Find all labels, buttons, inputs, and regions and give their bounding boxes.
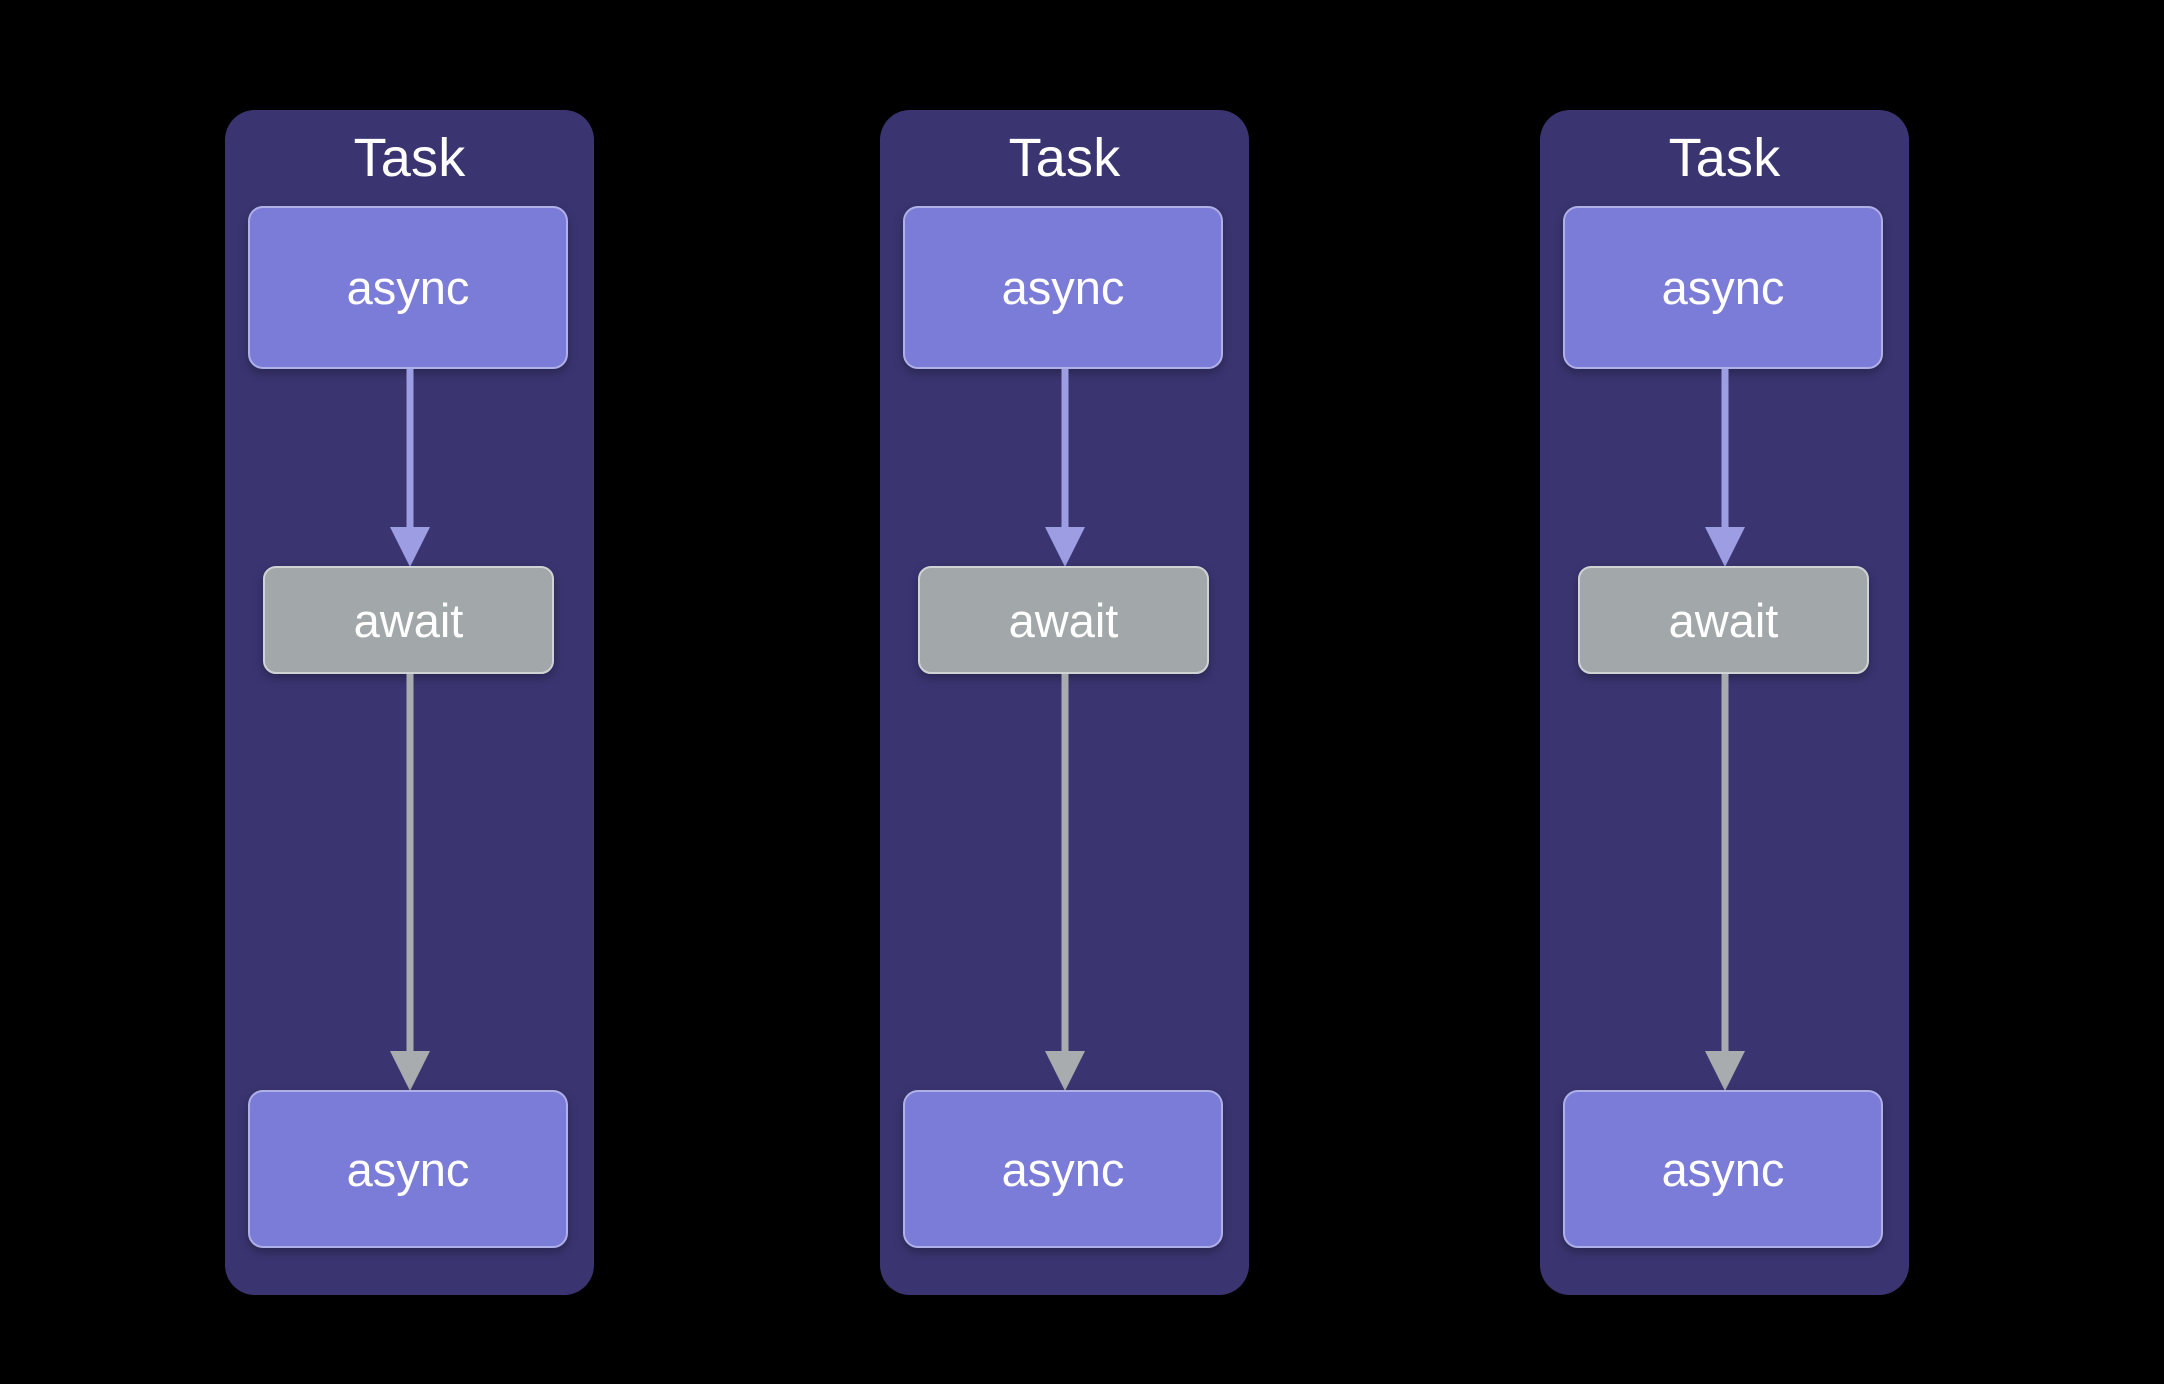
async-node-top[interactable]: async [248,206,568,369]
async-node-top[interactable]: async [903,206,1223,369]
arrow-head-icon [389,527,430,567]
task-card-title: Task [353,128,466,188]
task-card-title: Task [1668,128,1781,188]
arrow-head-icon [1704,1051,1745,1091]
await-node[interactable]: await [1578,566,1869,674]
await-node[interactable]: await [263,566,554,674]
arrow-shaft [1061,369,1068,527]
task-card-title: Task [1008,128,1121,188]
async-node-bottom[interactable]: async [248,1090,568,1248]
task-card[interactable]: Task async await async [1540,110,1909,1295]
task-card[interactable]: Task async await async [225,110,594,1295]
await-node[interactable]: await [918,566,1209,674]
arrow-shaft [406,674,413,1051]
arrow-shaft [1721,369,1728,527]
arrow-head-icon [1044,527,1085,567]
arrow-head-icon [1704,527,1745,567]
arrow-shaft [406,369,413,527]
arrow-shaft [1061,674,1068,1051]
task-card[interactable]: Task async await async [880,110,1249,1295]
arrow-shaft [1721,674,1728,1051]
async-node-bottom[interactable]: async [1563,1090,1883,1248]
async-node-top[interactable]: async [1563,206,1883,369]
async-node-bottom[interactable]: async [903,1090,1223,1248]
arrow-head-icon [389,1051,430,1091]
arrow-head-icon [1044,1051,1085,1091]
